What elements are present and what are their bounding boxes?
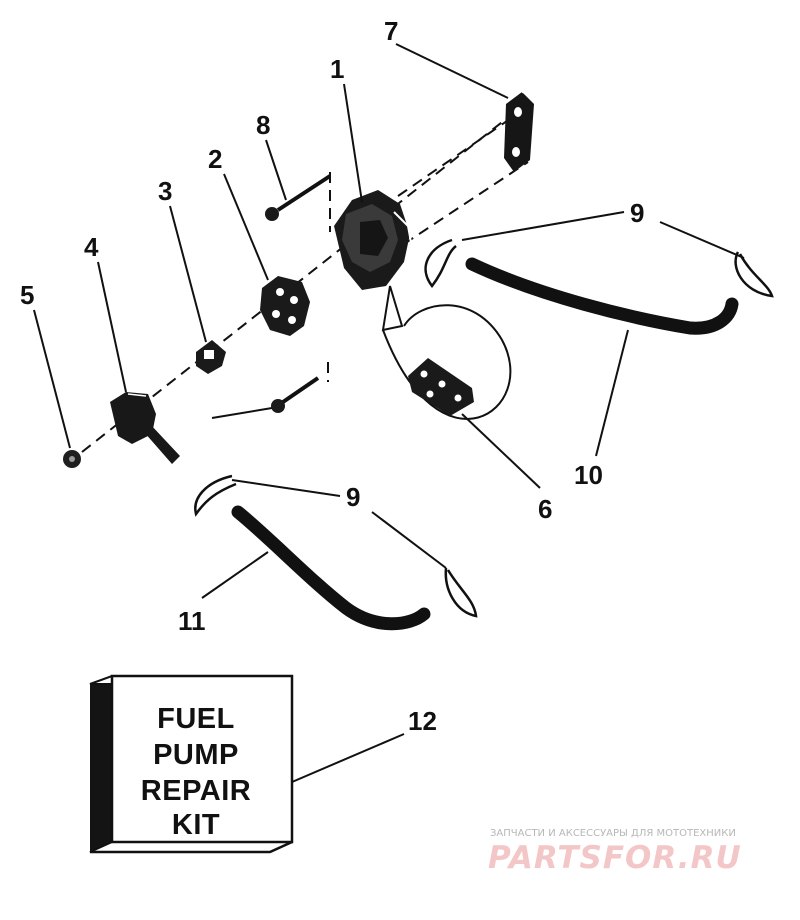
- callout-11: 11: [178, 606, 206, 636]
- callout-9-upper: 9: [630, 198, 644, 228]
- callout-6: 6: [538, 494, 552, 524]
- kit-label-line-2: PUMP: [153, 739, 239, 771]
- kit-label-line-1: FUEL: [157, 703, 235, 735]
- clamp-lower-left: [194, 474, 237, 517]
- part-2-diaphragm: [260, 276, 310, 336]
- lower-stud-line: [403, 161, 529, 245]
- callout-8: 8: [256, 110, 270, 140]
- leader-12: [291, 733, 405, 783]
- leader-11: [201, 551, 269, 599]
- part-5-nut: [63, 450, 81, 468]
- leader-3: [169, 205, 207, 343]
- callout-3: 3: [158, 176, 172, 206]
- callout-1: 1: [330, 54, 344, 84]
- kit-label-line-3: REPAIR: [141, 775, 251, 807]
- part-1-pump-body: [334, 190, 414, 290]
- part-4-pump-cover: [110, 392, 180, 464]
- lower-screw-leader: [211, 407, 273, 419]
- callout-7: 7: [384, 16, 398, 46]
- callout-5: 5: [20, 280, 34, 310]
- callout-4: 4: [84, 232, 99, 262]
- leader-lines: [33, 43, 745, 783]
- part-3-gasket: [196, 340, 226, 374]
- callout-10: 10: [574, 460, 603, 490]
- leader-9a-right: [659, 221, 745, 259]
- main-axis-line: [81, 107, 521, 453]
- leader-8: [265, 139, 287, 201]
- watermark: ЗАПЧАСТИ И АКСЕССУАРЫ ДЛЯ МОТОТЕХНИКИ PA…: [488, 828, 742, 876]
- upper-stud-line: [397, 111, 521, 197]
- leader-2: [223, 173, 269, 281]
- leader-6: [461, 413, 541, 489]
- watermark-site: PARTSFOR.RU: [488, 840, 742, 876]
- callout-9-lower: 9: [346, 482, 360, 512]
- leader-9b-right: [371, 511, 447, 569]
- leader-9a-left: [461, 211, 625, 241]
- part-7-mounting-plate: [504, 91, 534, 172]
- leader-7: [395, 43, 509, 99]
- leader-5: [33, 309, 71, 449]
- kit-label-line-4: KIT: [172, 809, 220, 841]
- callout-2: 2: [208, 144, 222, 174]
- watermark-tagline: ЗАПЧАСТИ И АКСЕССУАРЫ ДЛЯ МОТОТЕХНИКИ: [490, 828, 736, 839]
- assembly-lines: [81, 107, 529, 453]
- clamp-upper-right: [734, 251, 774, 298]
- leader-1: [343, 83, 363, 203]
- part-8-screws: [265, 174, 332, 413]
- part-6-detail: [381, 285, 512, 420]
- callout-12: 12: [408, 706, 437, 736]
- part-12-repair-kit: FUEL PUMP REPAIR KIT: [89, 674, 294, 854]
- callouts: 1 2 3 4 5 6 7 8 9 9 10 11 12: [20, 16, 644, 736]
- leader-4: [97, 261, 127, 393]
- clamp-upper-left: [424, 238, 457, 289]
- clamp-lower-right: [444, 567, 478, 618]
- leader-9b-left: [231, 479, 341, 497]
- part-11-hose: [231, 505, 431, 631]
- part-9-clamps: [194, 238, 774, 618]
- part-10-hose: [465, 257, 739, 335]
- leader-10: [595, 329, 629, 457]
